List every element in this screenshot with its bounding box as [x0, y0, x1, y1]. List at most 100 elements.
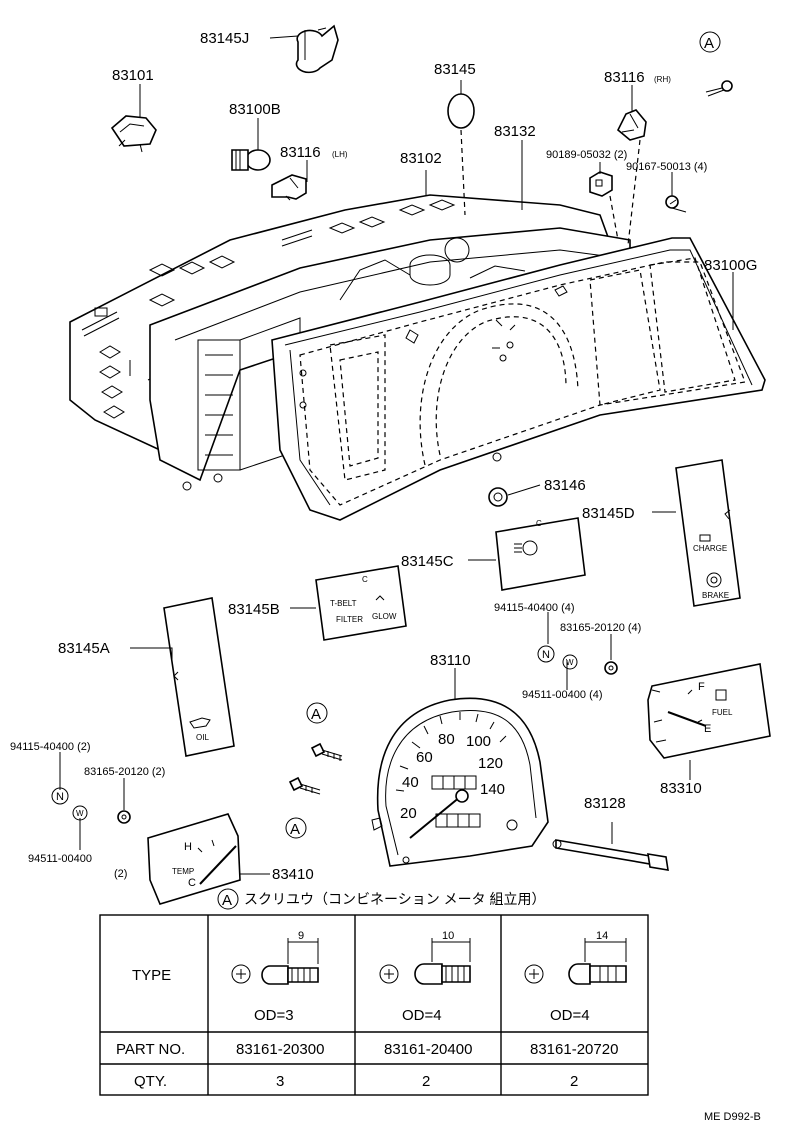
type-3-od: OD=4: [550, 1007, 590, 1024]
label-94115-40400-4: 94115-40400 (4): [494, 602, 575, 614]
indicator-panel-83145A: OIL: [163, 597, 235, 757]
screw-a-upper: [310, 742, 343, 761]
speedo-tick-140: 140: [480, 781, 505, 798]
label-rh: (RH): [654, 75, 671, 84]
label-83310: 83310: [660, 780, 702, 797]
charge-label: CHARGE: [693, 544, 727, 553]
temp-label: TEMP: [172, 867, 194, 876]
label-83145J: 83145J: [200, 30, 249, 47]
label-83116-lh: 83116: [280, 144, 321, 161]
marker-w-right-text: W: [566, 658, 574, 667]
label-lh: (LH): [332, 150, 348, 159]
label-83410: 83410: [272, 866, 314, 883]
speedometer-83110: 20 40 60 80 100 120 140: [371, 697, 549, 867]
type-3-part-no: 83161-20720: [530, 1041, 618, 1058]
type-2-od: OD=4: [402, 1007, 442, 1024]
label-83165-20120-2: 83165-20120 (2): [84, 766, 165, 778]
table-qty-label: QTY.: [134, 1073, 167, 1090]
marker-w-left-text: W: [76, 809, 84, 818]
label-83102: 83102: [400, 150, 442, 167]
label-94511-00400: 94511-00400: [28, 853, 92, 865]
label-94511-00400-4: 94511-00400 (4): [522, 689, 603, 701]
indicator-panel-83145D: CHARGE BRAKE: [675, 459, 741, 607]
screw-type-2: [379, 938, 471, 985]
label-83145D: 83145D: [582, 505, 635, 522]
bulb-83100B: [231, 149, 271, 171]
label-94115-40400-2: 94115-40400 (2): [10, 741, 91, 753]
temp-c-label: C: [188, 877, 196, 889]
temp-gauge-83410: H C TEMP: [147, 813, 241, 905]
c-mark-83145B: C: [362, 575, 368, 584]
callout-labels: 83145J 83101 83145 83116 (RH) 83100B 831…: [10, 30, 757, 883]
screw-note: スクリユウ（コンビネーション メータ 組立用）: [244, 891, 546, 907]
oil-label: OIL: [196, 733, 209, 742]
glow-label: GLOW: [372, 612, 397, 621]
label-83145: 83145: [434, 61, 476, 78]
table-type-label: TYPE: [132, 967, 171, 984]
label-83101: 83101: [112, 67, 154, 84]
knob-shaft-83128: [552, 839, 669, 871]
temp-h-label: H: [184, 841, 192, 853]
label-83132: 83132: [494, 123, 536, 140]
fuel-e-label: E: [704, 723, 711, 735]
label-83100G: 83100G: [704, 257, 757, 274]
label-83128: 83128: [584, 795, 626, 812]
label-83146: 83146: [544, 477, 586, 494]
screw-a-lower: [288, 776, 321, 795]
type-1-part-no: 83161-20300: [236, 1041, 324, 1058]
c-mark-83145C: C: [536, 519, 542, 528]
clip-90189-05032: [589, 171, 613, 197]
label-83110: 83110: [430, 652, 471, 669]
speedo-tick-20: 20: [400, 805, 417, 822]
type-2-qty: 2: [422, 1073, 430, 1090]
marker-a-top: A: [699, 31, 721, 53]
type-1-dim: 9: [298, 930, 304, 942]
speedo-tick-60: 60: [416, 749, 433, 766]
brake-label: BRAKE: [702, 591, 729, 600]
speedo-tick-100: 100: [466, 733, 491, 750]
lens-83146: [488, 487, 508, 507]
bulb-socket-83101: [110, 115, 157, 153]
speedo-tick-40: 40: [402, 774, 419, 791]
screw-type-3: [524, 938, 627, 985]
nut-83165-left: [117, 810, 131, 824]
indicator-panel-83145C: C: [495, 517, 586, 591]
label-83116-rh: 83116: [604, 69, 645, 86]
filter-label: FILTER: [336, 615, 363, 624]
lens-83145: [447, 93, 475, 129]
socket-83145J: [295, 24, 339, 74]
marker-w-left: W: [72, 805, 88, 821]
marker-a-note-text: A: [222, 892, 232, 909]
marker-n-right: N: [537, 645, 555, 663]
type-2-part-no: 83161-20400: [384, 1041, 472, 1058]
fuel-label: FUEL: [712, 708, 733, 717]
marker-n-left-text: N: [56, 791, 64, 803]
spec-table: TYPE PART NO. QTY. 9 OD=3 83161-20300 3 …: [99, 914, 649, 1096]
label-83145B: 83145B: [228, 601, 280, 618]
marker-w-right: W: [562, 654, 578, 670]
label-83100B: 83100B: [229, 101, 281, 118]
table-part-label: PART NO.: [116, 1041, 185, 1058]
marker-n-left: N: [51, 787, 69, 805]
marker-a-upper: A: [306, 702, 328, 724]
t-belt-label: T-BELT: [330, 599, 357, 608]
fuel-gauge-83310: F E FUEL: [647, 663, 771, 759]
bracket-83116-rh: [617, 109, 647, 141]
speedo-tick-80: 80: [438, 731, 455, 748]
nut-83165-right: [604, 661, 618, 675]
label-83165-20120-4: 83165-20120 (4): [560, 622, 641, 634]
label-83145C: 83145C: [401, 553, 454, 570]
marker-n-right-text: N: [542, 649, 550, 661]
speedo-tick-120: 120: [478, 755, 503, 772]
meter-housing-83100G: [271, 237, 766, 521]
type-3-dim: 14: [596, 930, 608, 942]
label-83145A: 83145A: [58, 640, 110, 657]
marker-a-lower-text: A: [290, 821, 300, 838]
screw-90167-50013: [665, 195, 687, 213]
label-90189-05032: 90189-05032 (2): [546, 149, 627, 161]
screw-type-1: [231, 938, 319, 985]
fuel-f-label: F: [698, 681, 705, 693]
type-3-qty: 2: [570, 1073, 578, 1090]
label-94511-qty: (2): [114, 868, 127, 880]
